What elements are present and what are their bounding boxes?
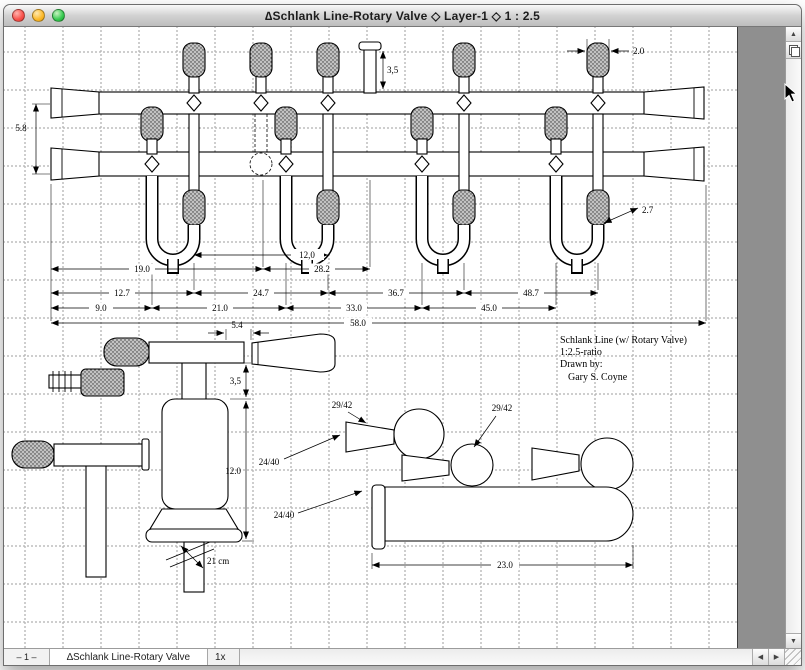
dimension-joint-length: 2.7: [604, 205, 654, 223]
dim-label-3-5-neck: 3,5: [230, 376, 242, 386]
dim-label-48-7: 48.7: [523, 288, 539, 298]
dim-label-5-8: 5.8: [15, 123, 27, 133]
rotary-valve-detail: [12, 334, 335, 592]
dimension-port-tube: 3,5: [383, 51, 399, 89]
valve-station: [141, 107, 205, 274]
dimension-flask: 23.0: [372, 545, 633, 571]
dim-label-29-42-a: 29/42: [332, 400, 353, 410]
dim-label-12-7: 12.7: [114, 288, 130, 298]
scroll-right-icon: ▶: [774, 653, 779, 661]
scroll-up-button[interactable]: ▲: [786, 27, 801, 42]
zoom-level[interactable]: 1x: [208, 649, 240, 665]
dim-label-33-0: 33.0: [346, 303, 362, 313]
dim-label-23-0: 23.0: [497, 560, 513, 570]
note-line-3: Drawn by:: [560, 359, 603, 370]
stopper-joint-detail: [346, 409, 633, 490]
drawing-notes: Schlank Line (w/ Rotary Valve) 1:2.5-rat…: [560, 335, 687, 383]
note-line-4: Gary S. Coyne: [568, 372, 628, 383]
dim-label-9-0: 9.0: [95, 303, 107, 313]
window-titlebar[interactable]: ∆Schlank Line-Rotary Valve ◇ Layer-1 ◇ 1…: [4, 5, 801, 27]
dim-label-24-7: 24.7: [253, 288, 269, 298]
dim-label-5-4: 5.4: [231, 320, 243, 330]
dim-label-3-5-top: 3,5: [387, 65, 399, 75]
zoom-button[interactable]: [52, 9, 65, 22]
note-line-1: Schlank Line (w/ Rotary Valve): [560, 335, 687, 346]
note-line-2: 1:2.5-ratio: [560, 347, 602, 358]
scroll-left-icon: ◀: [758, 653, 763, 661]
vertical-scroll-track[interactable]: [786, 59, 801, 633]
dim-label-36-7: 36.7: [388, 288, 404, 298]
dimension-row1: 19.0 28.2: [51, 264, 370, 275]
scroll-right-button[interactable]: ▶: [768, 649, 784, 665]
dimension-row2: 12.7 24.7 36.7 48.7: [51, 288, 598, 299]
valve-station: [275, 107, 339, 274]
sheet-tab[interactable]: ∆Schlank Line-Rotary Valve: [50, 649, 208, 665]
horizontal-scroll-track[interactable]: [240, 649, 752, 665]
resize-grip[interactable]: [784, 649, 801, 665]
open-port-tube: [359, 42, 381, 93]
drawing-canvas[interactable]: 5.8 3,5 2.0 2.7: [4, 27, 785, 648]
flask-detail: [372, 485, 633, 549]
scroll-up-icon: ▲: [790, 31, 797, 38]
dim-label-2-7: 2.7: [642, 205, 654, 215]
dim-label-58-0: 58.0: [350, 318, 366, 328]
close-button[interactable]: [12, 9, 25, 22]
dim-label-29-42-b: 29/42: [492, 403, 513, 413]
pages-icon: [789, 45, 799, 56]
dim-label-45-0: 45.0: [481, 303, 497, 313]
vertical-scrollbar[interactable]: ▲ ▼: [785, 27, 801, 648]
app-window: ∆Schlank Line-Rotary Valve ◇ Layer-1 ◇ 1…: [3, 4, 802, 666]
valve-station: [411, 107, 475, 274]
dim-label-21-0: 21.0: [212, 303, 228, 313]
status-bar: – 1 – ∆Schlank Line-Rotary Valve 1x ◀ ▶: [4, 648, 801, 665]
scroll-left-button[interactable]: ◀: [752, 649, 768, 665]
scroll-down-icon: ▼: [790, 638, 797, 645]
dim-label-2-0: 2.0: [633, 46, 645, 56]
dim-label-19-0: 19.0: [134, 264, 150, 274]
valve-station: [545, 107, 609, 274]
dimension-row3: 9.0 21.0 33.0 45.0: [51, 303, 556, 314]
dim-label-12-0: 12,0: [299, 250, 315, 260]
dimension-manifold-spacing: 5.8: [15, 104, 50, 174]
dim-label-28-2: 28.2: [314, 264, 330, 274]
scroll-down-button[interactable]: ▼: [786, 633, 801, 648]
dim-label-24-40-b: 24/40: [274, 510, 295, 520]
dim-label-21-cm: 21 cm: [207, 556, 229, 566]
dimension-station-pitch: 12,0: [194, 249, 328, 260]
traffic-lights: [12, 9, 65, 22]
dimension-valve-neck: 3,5: [230, 363, 251, 399]
page-tool-button[interactable]: [786, 42, 801, 59]
window-title: ∆Schlank Line-Rotary Valve ◇ Layer-1 ◇ 1…: [265, 9, 540, 23]
minimize-button[interactable]: [32, 9, 45, 22]
dim-label-24-40-a: 24/40: [259, 457, 280, 467]
dimension-overall: 58.0: [51, 318, 706, 329]
dim-label-12-0-body: 12.0: [225, 466, 241, 476]
page-indicator[interactable]: – 1 –: [4, 649, 50, 665]
technical-drawing: 5.8 3,5 2.0 2.7: [4, 27, 738, 648]
